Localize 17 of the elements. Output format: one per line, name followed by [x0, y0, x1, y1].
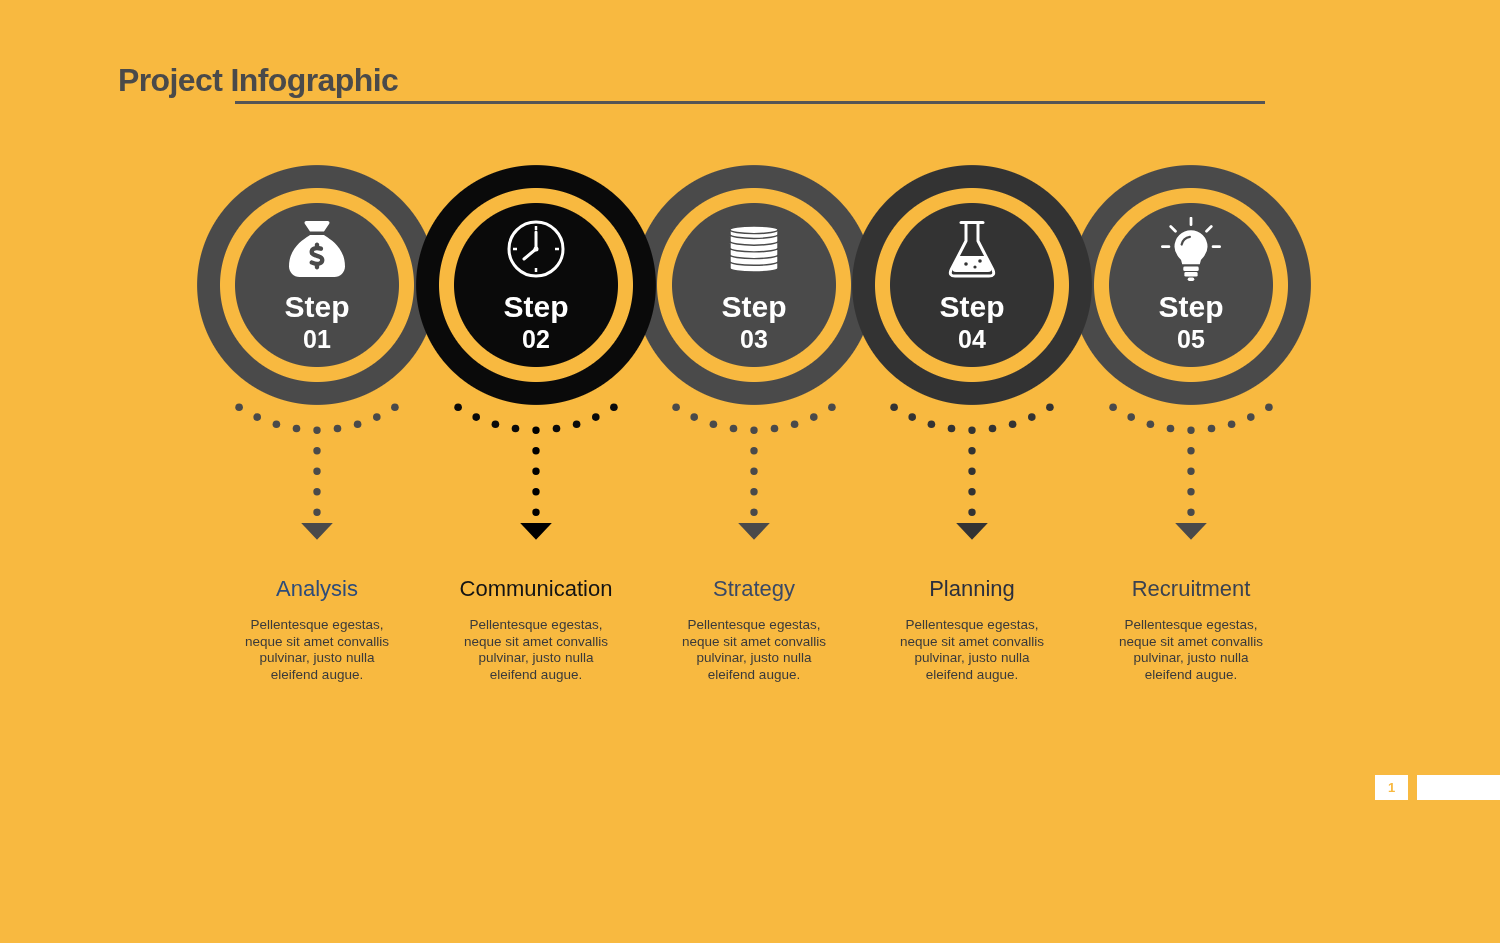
step-heading: Communication	[459, 576, 613, 602]
step-heading: Recruitment	[1131, 576, 1251, 602]
step-label: Step 04	[938, 291, 1006, 355]
step-heading: Strategy	[713, 576, 795, 602]
step-label: Step 03	[720, 291, 788, 355]
step-description: Pellentesque egestas, neque sit amet convallis pulvinar, justo nulla eleifend augue.	[243, 617, 391, 683]
step-heading: Planning	[929, 576, 1015, 602]
step-description: Pellentesque egestas, neque sit amet convallis pulvinar, justo nulla eleifend augue.	[898, 617, 1046, 683]
step-heading: Analysis	[276, 576, 358, 602]
title: Project Infographic	[118, 62, 399, 99]
step-label: Step 05	[1157, 291, 1225, 355]
page-number: 1	[1375, 775, 1408, 800]
step-label: Step 01	[283, 291, 351, 355]
step-description: Pellentesque egestas, neque sit amet convallis pulvinar, justo nulla eleifend augue.	[1117, 617, 1265, 683]
step-label: Step 02	[502, 291, 570, 355]
step-description: Pellentesque egestas, neque sit amet convallis pulvinar, justo nulla eleifend augue.	[462, 617, 610, 683]
step-description: Pellentesque egestas, neque sit amet convallis pulvinar, justo nulla eleifend augue.	[680, 617, 828, 683]
